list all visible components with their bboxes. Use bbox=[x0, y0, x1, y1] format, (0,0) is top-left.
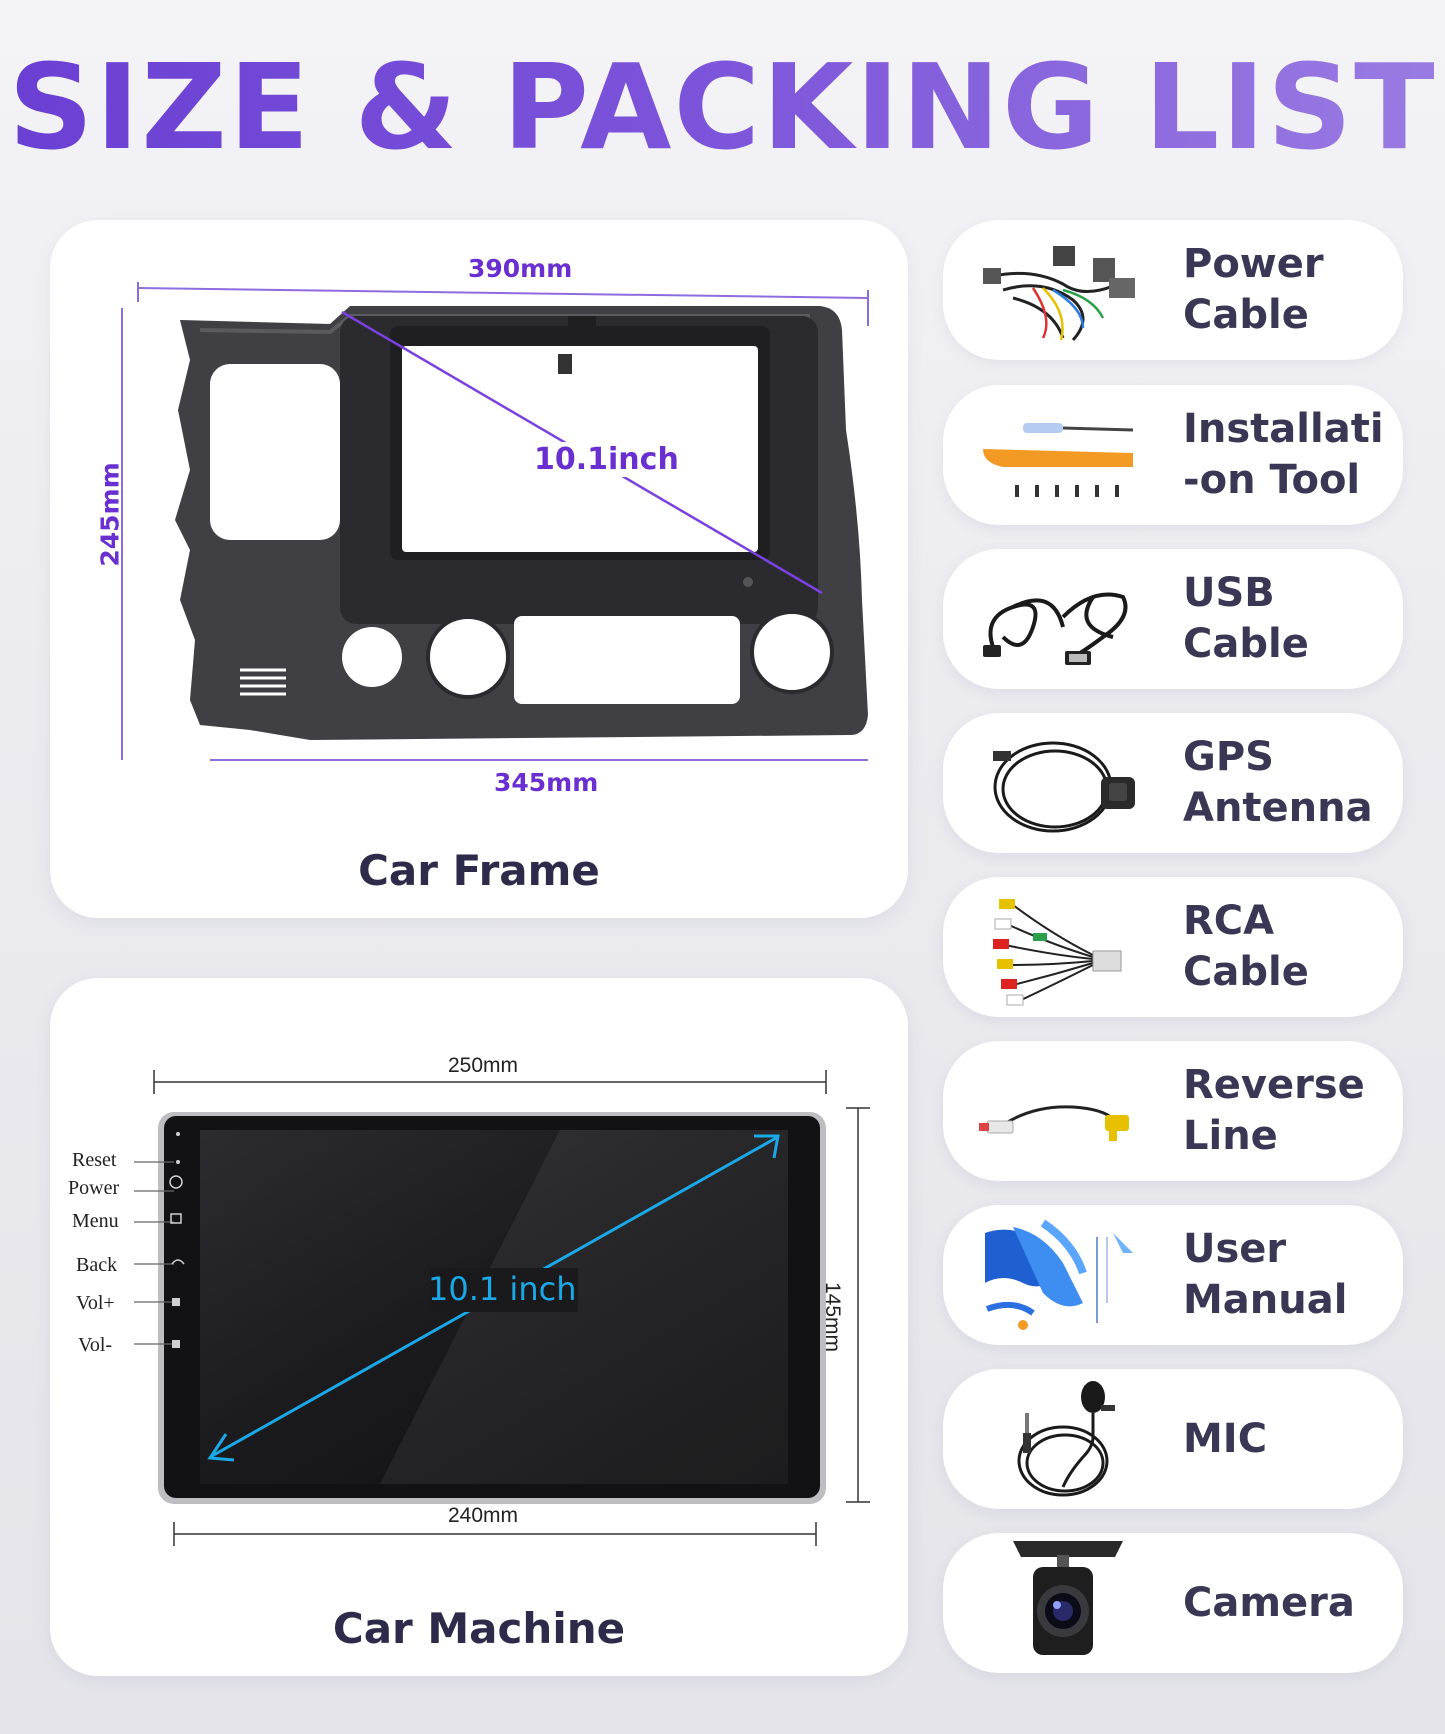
gps-antenna-icon bbox=[993, 741, 1135, 833]
button-label-vol-up: Vol+ bbox=[76, 1292, 115, 1314]
item-label: GPS Antenna bbox=[1183, 734, 1373, 831]
car-machine-drawing bbox=[134, 1070, 870, 1546]
machine-top-width: 250mm bbox=[448, 1054, 519, 1077]
item-label: Reverse Line bbox=[1183, 1062, 1365, 1159]
page-title: SIZE & PACKING LIST bbox=[0, 48, 1445, 166]
car-frame-panel: 390mm 245mm 10.1inch 345mm Car Frame bbox=[50, 220, 908, 918]
mic-icon bbox=[1017, 1381, 1115, 1497]
car-machine-caption: Car Machine bbox=[332, 1604, 626, 1653]
usb-cable-icon bbox=[983, 592, 1128, 665]
item-label: Installati -on Tool bbox=[1183, 406, 1384, 503]
button-label-power: Power bbox=[68, 1177, 120, 1199]
camera-icon bbox=[1013, 1541, 1123, 1655]
item-power-cable: Power Cable bbox=[943, 220, 1403, 360]
reverse-line-icon bbox=[979, 1105, 1129, 1141]
item-camera: Camera bbox=[943, 1533, 1403, 1673]
button-label-back: Back bbox=[76, 1254, 118, 1276]
item-label: USB Cable bbox=[1183, 570, 1309, 667]
frame-diagonal: 10.1inch bbox=[530, 442, 683, 477]
frame-bottom-width: 345mm bbox=[494, 768, 599, 797]
rca-cable-icon bbox=[993, 899, 1122, 1006]
button-label-vol-down: Vol- bbox=[78, 1334, 113, 1356]
item-label: MIC bbox=[1183, 1415, 1268, 1462]
item-label: User Manual bbox=[1183, 1226, 1348, 1323]
button-label-menu: Menu bbox=[72, 1210, 119, 1232]
installation-tool-icon bbox=[983, 423, 1134, 497]
item-user-manual: User Manual bbox=[943, 1205, 1403, 1345]
machine-diagonal: 10.1 inch bbox=[428, 1270, 577, 1308]
item-usb-cable: USB Cable bbox=[943, 549, 1403, 689]
item-installation-tool: Installati -on Tool bbox=[943, 385, 1403, 525]
item-reverse-line: Reverse Line bbox=[943, 1041, 1403, 1181]
machine-bottom-width: 240mm bbox=[448, 1504, 519, 1527]
machine-height: 145mm bbox=[821, 1282, 844, 1353]
user-manual-icon bbox=[985, 1219, 1135, 1333]
button-label-reset: Reset bbox=[72, 1149, 117, 1171]
frame-height: 245mm bbox=[95, 462, 125, 567]
item-rca-cable: RCA Cable bbox=[943, 877, 1403, 1017]
item-mic: MIC bbox=[943, 1369, 1403, 1509]
item-label: Power Cable bbox=[1183, 241, 1324, 338]
car-machine-panel: 250mm 145mm 240mm 10.1 inch Reset Power … bbox=[50, 978, 908, 1676]
item-label: RCA Cable bbox=[1183, 898, 1309, 995]
power-cable-icon bbox=[983, 246, 1135, 342]
item-gps-antenna: GPS Antenna bbox=[943, 713, 1403, 853]
car-frame-caption: Car Frame bbox=[358, 846, 600, 895]
car-frame-drawing bbox=[121, 282, 869, 761]
frame-top-width: 390mm bbox=[468, 254, 573, 283]
item-label: Camera bbox=[1183, 1579, 1355, 1626]
